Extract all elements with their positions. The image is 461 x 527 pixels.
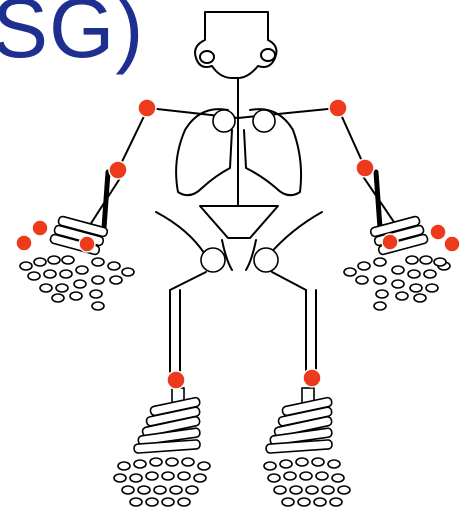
marker-right-finger-1: [430, 224, 446, 240]
marker-left-wrist: [79, 236, 95, 252]
left-shoulder-ring: [213, 110, 235, 132]
left-upper-arm: [118, 108, 148, 170]
pelvis: [200, 206, 278, 238]
marker-right-elbow: [356, 159, 374, 177]
left-wrist: [50, 216, 109, 256]
right-foot-bones: [264, 458, 350, 506]
right-ear: [261, 49, 275, 61]
right-hand-bones: [344, 256, 450, 310]
head: [195, 12, 276, 78]
left-femur-outer: [170, 272, 206, 290]
hip-right: [268, 212, 322, 256]
left-foot-bones: [114, 458, 210, 506]
right-ankle: [266, 397, 333, 453]
marker-right-finger-2: [444, 236, 460, 252]
left-ankle: [134, 397, 201, 453]
marker-left-finger-2: [16, 235, 32, 251]
marker-left-elbow: [109, 161, 127, 179]
right-hip-ring: [254, 248, 278, 272]
marker-right-wrist: [382, 234, 398, 250]
marker-left-shoulder: [138, 99, 156, 117]
marker-left-finger-1: [32, 220, 48, 236]
marker-right-knee: [303, 369, 321, 387]
left-hip-ring: [201, 248, 225, 272]
hip-left: [156, 212, 206, 256]
marker-left-knee: [167, 371, 185, 389]
left-hand-bones: [20, 256, 134, 310]
marker-right-shoulder: [329, 99, 347, 117]
right-shoulder-ring: [253, 110, 275, 132]
right-femur-outer: [272, 272, 306, 290]
left-ear: [200, 51, 214, 63]
